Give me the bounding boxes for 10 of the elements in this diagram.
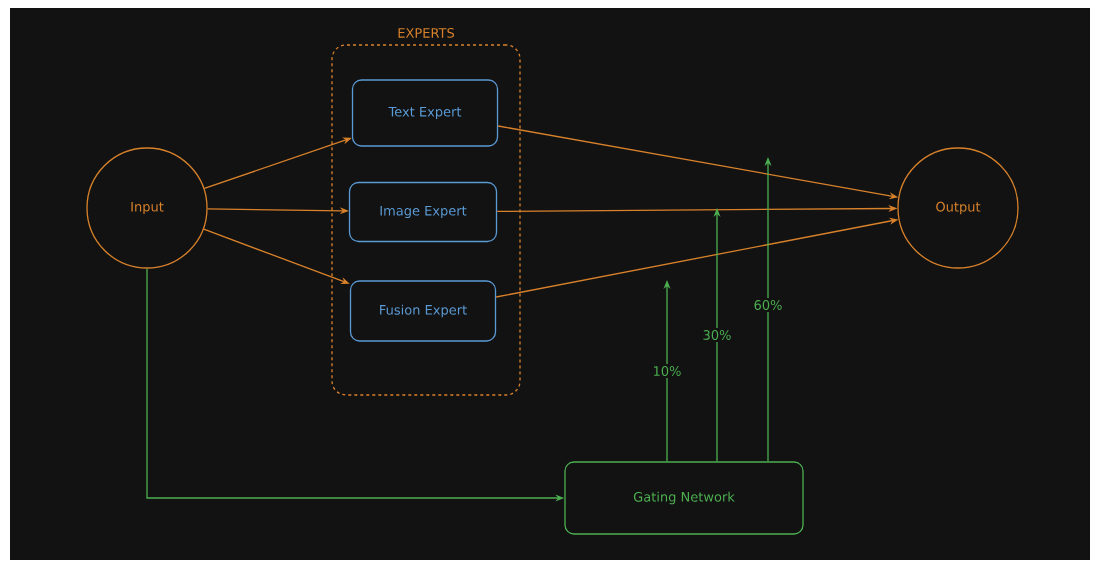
process-box: Gating Network [564,461,804,535]
circle-node: Output [897,147,1019,269]
edge-label: 10% [650,364,684,378]
process-box: Text Expert [351,79,499,147]
circle-node: Input [86,147,208,269]
process-box: Image Expert [348,181,498,243]
edge-label: 60% [751,298,785,312]
node-label: EXPERTS [398,27,455,38]
edge-label: 30% [700,328,734,342]
process-box: Fusion Expert [349,280,497,342]
